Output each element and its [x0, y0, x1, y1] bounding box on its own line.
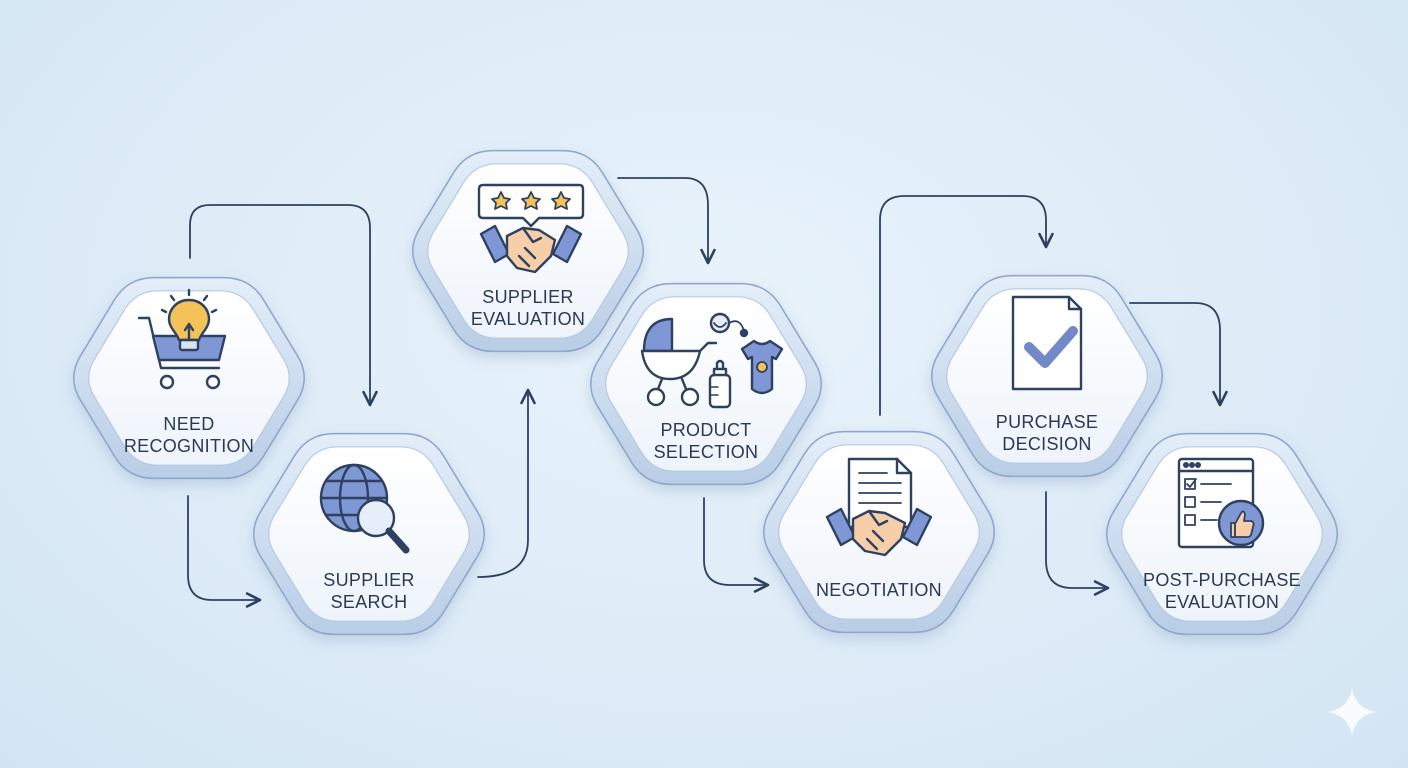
pacifier-icon: [709, 312, 749, 338]
step-label-selection-line-1: PRODUCT: [660, 420, 751, 440]
step-label-evaluation-line-2: EVALUATION: [471, 309, 585, 329]
baby-products-icon: [640, 312, 784, 409]
connector-decision-to-post: [1129, 302, 1228, 407]
globe-magnifier-icon: [319, 463, 410, 554]
connector-negotiation-to-decision: [879, 195, 1054, 416]
connector-need-to-search: [189, 204, 378, 407]
star-icon: [521, 191, 541, 210]
step-label-negotiation-line-1: NEGOTIATION: [816, 580, 942, 600]
baby-bodysuit-icon: [740, 339, 784, 395]
checklist-thumbsup-icon: [1177, 457, 1265, 549]
connector-need-to-search-lower: [187, 495, 262, 608]
star-icon: [551, 191, 571, 210]
document-check-icon: [1011, 295, 1083, 391]
connector-decision-to-post-lower: [1045, 491, 1110, 596]
step-label-post-line-1: POST-PURCHASE: [1143, 570, 1301, 590]
connector-selection-to-negotiation: [703, 497, 770, 593]
baby-bottle-icon: [708, 359, 732, 409]
hex-face: [88, 290, 290, 466]
stroller-icon: [642, 317, 674, 353]
cart-lightbulb-icon: [137, 288, 227, 390]
star-icon: [491, 191, 511, 210]
step-label-decision-line-2: DECISION: [1002, 434, 1091, 454]
connector-search-to-evaluation: [477, 388, 536, 578]
step-label-selection-line-2: SELECTION: [654, 442, 759, 462]
step-label-need-line-1: NEED: [163, 414, 214, 434]
step-label-evaluation-line-1: SUPPLIER: [482, 287, 573, 307]
sparkle-icon: [1328, 688, 1376, 736]
rating-handshake-icon: [477, 183, 585, 274]
connector-evaluation-to-selection: [617, 177, 716, 265]
step-label-decision-line-1: PURCHASE: [996, 412, 1098, 432]
step-label-search-line-1: SUPPLIER: [323, 570, 414, 590]
step-label-search-line-2: SEARCH: [331, 592, 408, 612]
document-handshake-icon: [825, 457, 933, 557]
step-label-need-line-2: RECOGNITION: [124, 436, 254, 456]
step-label-post-line-2: EVALUATION: [1165, 592, 1279, 612]
